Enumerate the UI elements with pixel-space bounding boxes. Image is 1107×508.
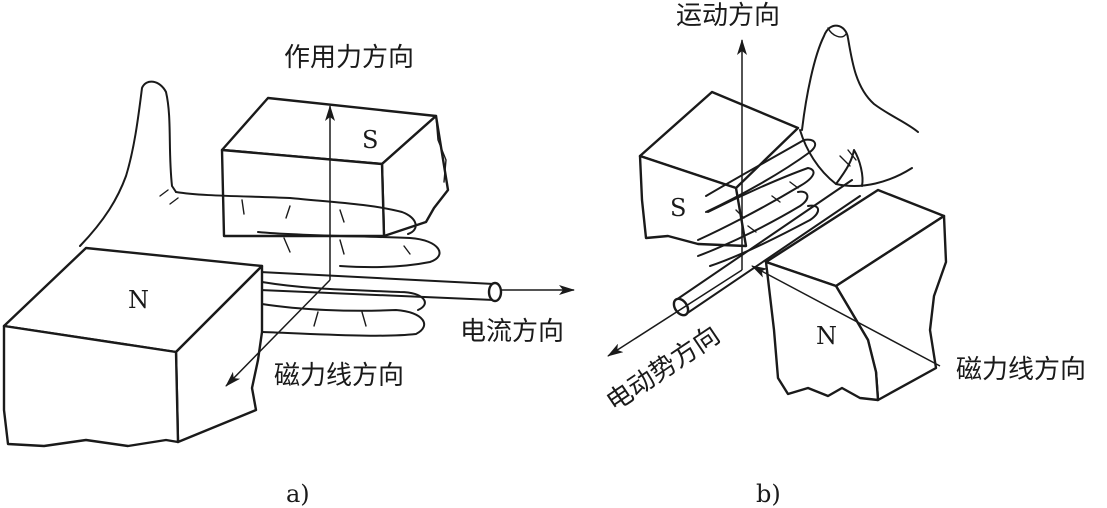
pole-label-south-a: S [362, 126, 378, 154]
label-field-direction-a: 磁力线方向 [274, 361, 404, 391]
emf-direction-arrow [607, 269, 743, 357]
label-motion-direction: 运动方向 [676, 1, 780, 31]
label-force-direction: 作用力方向 [284, 43, 414, 73]
label-field-direction-b: 磁力线方向 [956, 355, 1086, 385]
magnet-south-a [220, 96, 450, 238]
left-hand-a [79, 80, 441, 337]
caption-a: a) [286, 480, 310, 508]
pole-label-north-a: N [128, 286, 149, 314]
field-direction-arrow-a [225, 279, 331, 387]
panel-b-right-hand-rule: 运动方向 电动势方向 磁力线方向 S N b) [601, 1, 1086, 508]
pole-label-north-b: N [816, 322, 837, 350]
label-current-direction: 电流方向 [460, 317, 564, 347]
pole-label-south-b: S [670, 194, 686, 222]
label-emf-direction: 电动势方向 [601, 320, 726, 418]
magnet-north-a [2, 246, 264, 448]
field-direction-line-b [751, 265, 941, 367]
magnet-north-b [764, 188, 948, 402]
magnet-south-b [638, 90, 800, 248]
panel-a-left-hand-rule: 作用力方向 电流方向 磁力线方向 S N a) [2, 43, 575, 508]
conductor-rod-b [672, 179, 861, 317]
caption-b: b) [756, 480, 781, 508]
conductor-rod-a [259, 271, 503, 303]
